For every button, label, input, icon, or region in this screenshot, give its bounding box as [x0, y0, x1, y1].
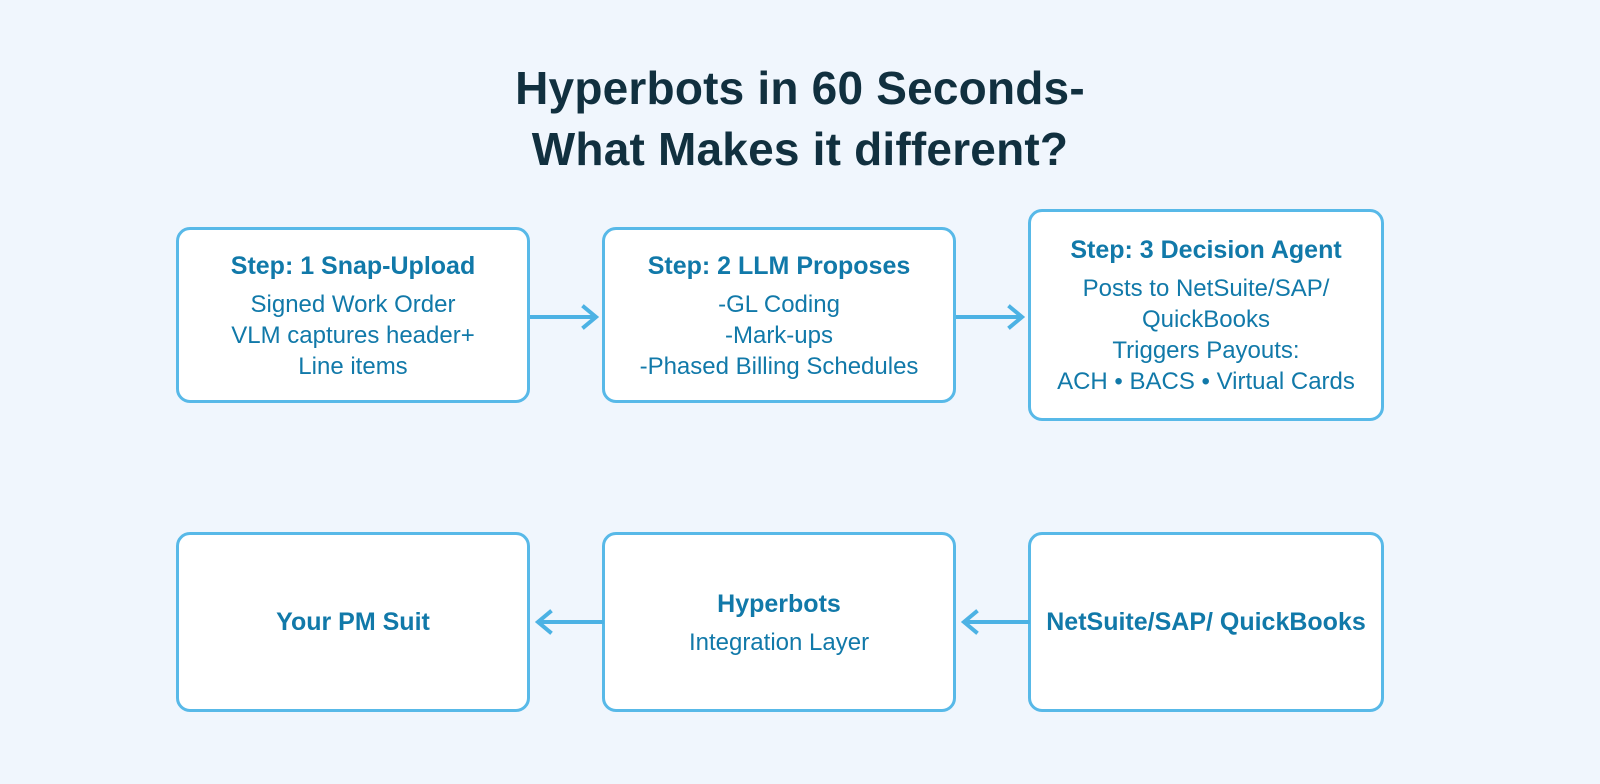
flow-box-step2: Step: 2 LLM Proposes -GL Coding -Mark-up…: [602, 227, 956, 403]
flow-box-step3: Step: 3 Decision Agent Posts to NetSuite…: [1028, 209, 1384, 421]
flow-box-pm-suit: Your PM Suit: [176, 532, 530, 712]
page-title: Hyperbots in 60 Seconds- What Makes it d…: [515, 62, 1085, 175]
flow-box-step2-title: Step: 2 LLM Proposes: [647, 251, 911, 280]
flow-box-step1-body: Signed Work Order VLM captures header+ L…: [231, 290, 475, 380]
flow-box-step1-title: Step: 1 Snap-Upload: [230, 251, 476, 280]
arrow-erp-to-hyperbots-icon: [960, 609, 1030, 635]
flow-box-hyperbots-body: Integration Layer: [688, 628, 870, 656]
flow-box-erp: NetSuite/SAP/ QuickBooks: [1028, 532, 1384, 712]
flow-box-hyperbots-title: Hyperbots: [717, 589, 841, 618]
flow-box-hyperbots: Hyperbots Integration Layer: [602, 532, 956, 712]
flow-box-step1: Step: 1 Snap-Upload Signed Work Order VL…: [176, 227, 530, 403]
arrow-step2-to-step3-icon: [956, 304, 1026, 330]
arrow-step1-to-step2-icon: [530, 304, 600, 330]
flow-box-erp-title: NetSuite/SAP/ QuickBooks: [1046, 608, 1366, 636]
flow-box-pm-suit-title: Your PM Suit: [276, 608, 430, 636]
flow-box-step3-title: Step: 3 Decision Agent: [1070, 236, 1342, 264]
flow-box-step2-body: -GL Coding -Mark-ups -Phased Billing Sch…: [639, 290, 919, 380]
flow-box-step3-body: Posts to NetSuite/SAP/ QuickBooks Trigge…: [1057, 275, 1355, 395]
arrow-hyperbots-to-pm-icon: [534, 609, 604, 635]
